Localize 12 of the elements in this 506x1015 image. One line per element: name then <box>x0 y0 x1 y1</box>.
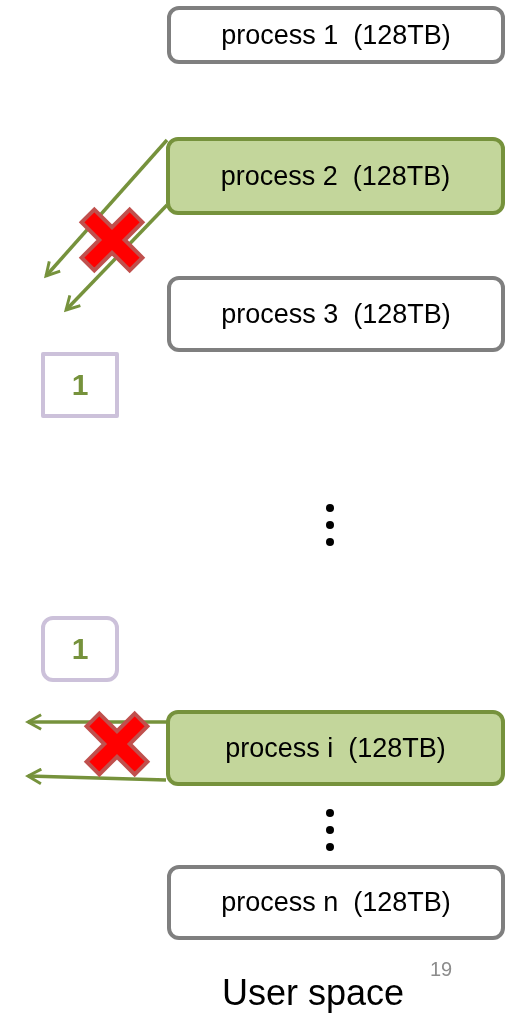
caption: User space <box>222 972 405 1014</box>
process-box: process 3 (128TB) <box>167 276 505 352</box>
process-box: process 1 (128TB) <box>167 6 505 64</box>
arrow <box>26 767 167 786</box>
arrow <box>44 138 169 278</box>
process-box: process i (128TB) <box>166 710 505 786</box>
number-box: 1 <box>41 616 119 682</box>
process-box: process n (128TB) <box>167 865 505 940</box>
arrow <box>64 203 169 312</box>
page-number: 19 <box>430 958 453 981</box>
process-box: process 2 (128TB) <box>166 137 505 215</box>
number-box: 1 <box>41 352 119 418</box>
